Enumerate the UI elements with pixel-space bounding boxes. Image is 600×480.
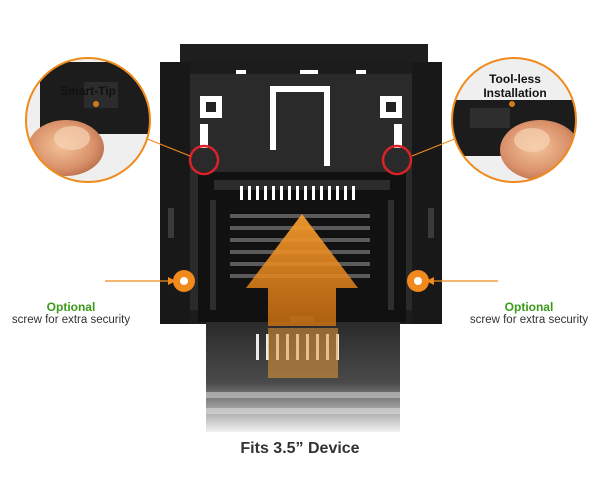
optional-right-note: Optional screw for extra security	[464, 300, 594, 326]
optional-left-title: Optional	[46, 300, 96, 314]
fits-device-caption: Fits 3.5” Device	[240, 440, 360, 457]
toolless-label-line1: Tool-less	[489, 72, 541, 86]
smart-tip-inset	[25, 57, 151, 183]
optional-right-title: Optional	[504, 300, 554, 314]
insert-arrow	[246, 214, 358, 326]
device-below	[206, 322, 400, 432]
smart-tip-label: Smart-Tip	[60, 84, 116, 98]
optional-right-desc: screw for extra security	[469, 314, 589, 326]
optional-left-note: Optional screw for extra security	[6, 300, 136, 326]
marker-circle-left	[188, 144, 220, 176]
marker-circle-right	[381, 144, 413, 176]
screw-right	[407, 270, 429, 292]
optional-left-desc: screw for extra security	[11, 314, 131, 326]
toolless-inset	[451, 57, 577, 183]
screw-left	[173, 270, 195, 292]
toolless-label: Tool-less Installation	[470, 72, 560, 100]
toolless-label-line2: Installation	[483, 86, 547, 100]
